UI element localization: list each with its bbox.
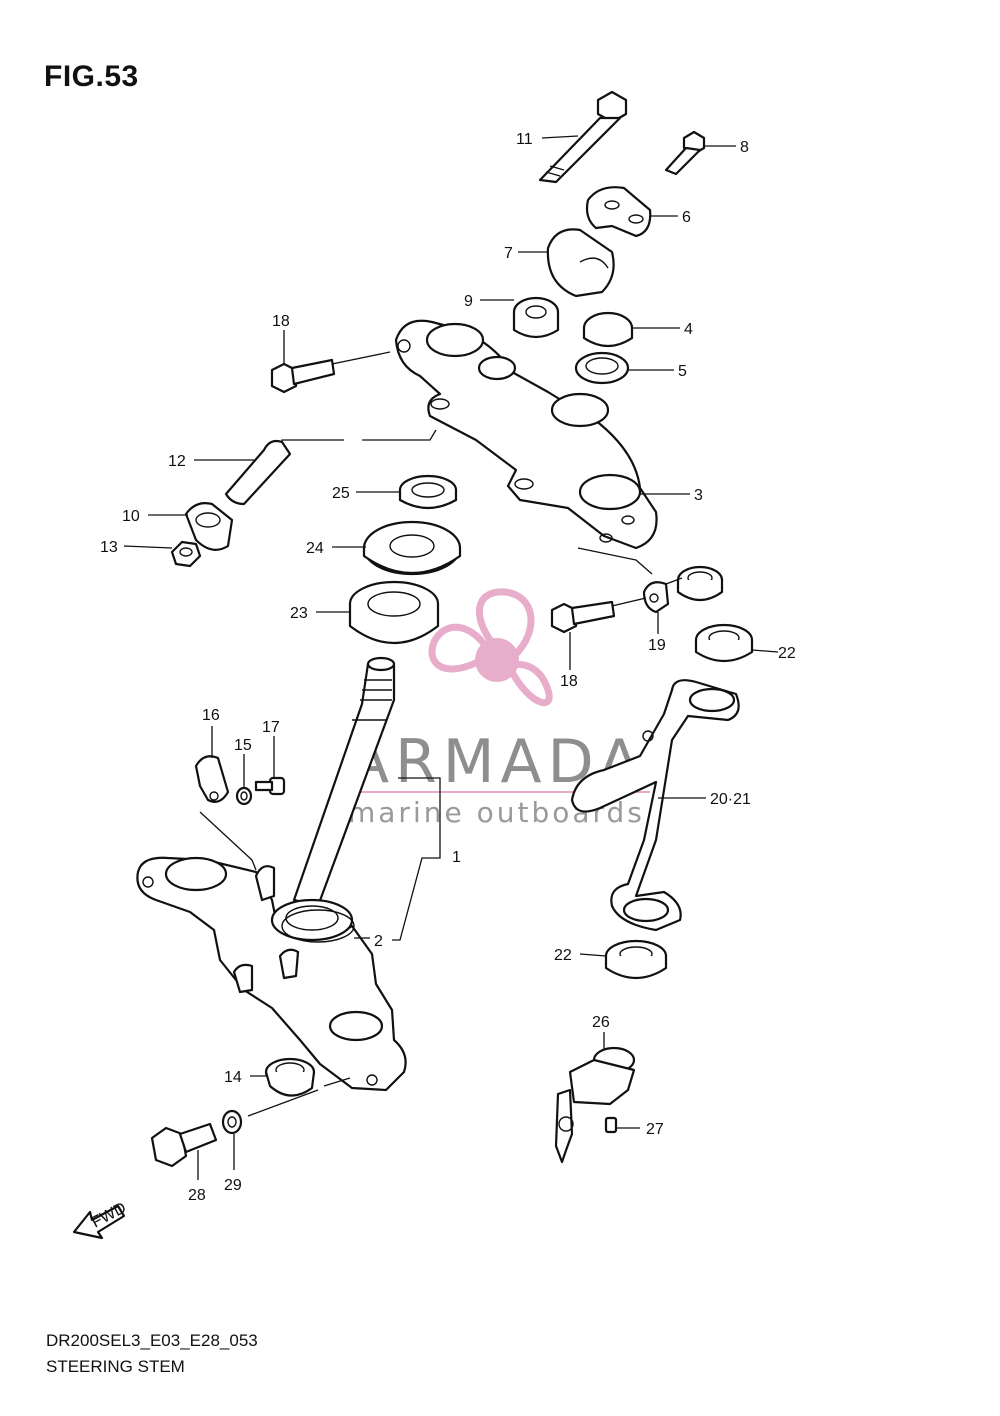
part-22-grommet-lower — [604, 939, 668, 979]
callout-20-21: 20·21 — [710, 791, 751, 808]
part-1-lower-bracket — [136, 856, 407, 1092]
part-8-bolt — [664, 130, 706, 176]
part-6-clamp — [585, 186, 652, 238]
callout-29: 29 — [224, 1177, 242, 1194]
callout-16: 16 — [202, 707, 220, 724]
part-2-bearing — [281, 909, 355, 943]
part-22-grommet-upper — [676, 565, 724, 602]
callout-22-mid: 22 — [778, 645, 796, 662]
callout-6: 6 — [682, 209, 691, 226]
part-22-grommet-mid — [694, 623, 754, 663]
figure-title: FIG.53 — [44, 60, 139, 93]
part-17-screw — [254, 776, 286, 796]
callout-25: 25 — [332, 485, 350, 502]
callout-27: 27 — [646, 1121, 664, 1138]
callout-9: 9 — [464, 293, 473, 310]
callout-14: 14 — [224, 1069, 242, 1086]
callout-13: 13 — [100, 539, 118, 556]
callout-12: 12 — [168, 453, 186, 470]
callout-18-upper: 18 — [272, 313, 290, 330]
part-10-cushion — [184, 502, 234, 551]
callout-22-lower: 22 — [554, 947, 572, 964]
callout-15: 15 — [234, 737, 252, 754]
part-14-grommet — [264, 1057, 316, 1097]
part-15-washer — [235, 786, 253, 806]
part-19-bracket — [642, 581, 670, 614]
leader-lines — [123, 135, 779, 1180]
watermark-propeller-logo — [428, 588, 553, 707]
part-25-nut — [398, 474, 458, 510]
part-20-21-bracket — [570, 679, 740, 932]
part-9-cushion — [512, 296, 560, 339]
callout-7: 7 — [504, 245, 513, 262]
part-28-bolt — [150, 1122, 218, 1168]
callout-2: 2 — [374, 933, 383, 950]
part-11-bolt — [538, 90, 628, 184]
fwd-label: FWD — [89, 1199, 129, 1231]
callout-19: 19 — [648, 637, 666, 654]
callout-8: 8 — [740, 139, 749, 156]
part-27-screw — [604, 1116, 618, 1134]
callout-11: 11 — [516, 131, 533, 148]
part-16-clamp — [194, 755, 230, 803]
part-23-bearing — [348, 580, 440, 644]
callout-24: 24 — [306, 540, 324, 557]
callout-10: 10 — [122, 508, 140, 525]
part-12-pin — [224, 439, 292, 506]
callout-numbers: 11 8 6 7 9 4 18 5 3 12 25 10 24 13 23 19… — [100, 131, 796, 1204]
callout-28: 28 — [188, 1187, 206, 1204]
part-1-steering-stem — [292, 656, 396, 908]
part-24-seal — [362, 520, 462, 576]
part-26-lock — [554, 1046, 636, 1164]
part-4-cap — [582, 311, 634, 348]
callout-5: 5 — [678, 363, 687, 380]
figure-name: STEERING STEM — [46, 1357, 185, 1376]
fwd-arrow-icon: FWD — [72, 1199, 129, 1240]
part-29-washer — [221, 1109, 243, 1135]
callout-4: 4 — [684, 321, 693, 338]
callout-1: 1 — [452, 849, 461, 866]
callout-3: 3 — [694, 487, 703, 504]
part-18-bolt-upper — [270, 358, 336, 394]
part-7-clamp — [546, 228, 615, 298]
part-13-nut — [170, 540, 202, 568]
callout-17: 17 — [262, 719, 280, 736]
part-3-upper-bracket — [394, 319, 658, 550]
part-18-bolt-lower — [550, 600, 616, 634]
callout-18-lower: 18 — [560, 673, 578, 690]
callout-23: 23 — [290, 605, 308, 622]
part-5-washer — [574, 351, 630, 385]
figure-code: DR200SEL3_E03_E28_053 — [46, 1331, 258, 1350]
callout-26: 26 — [592, 1014, 610, 1031]
